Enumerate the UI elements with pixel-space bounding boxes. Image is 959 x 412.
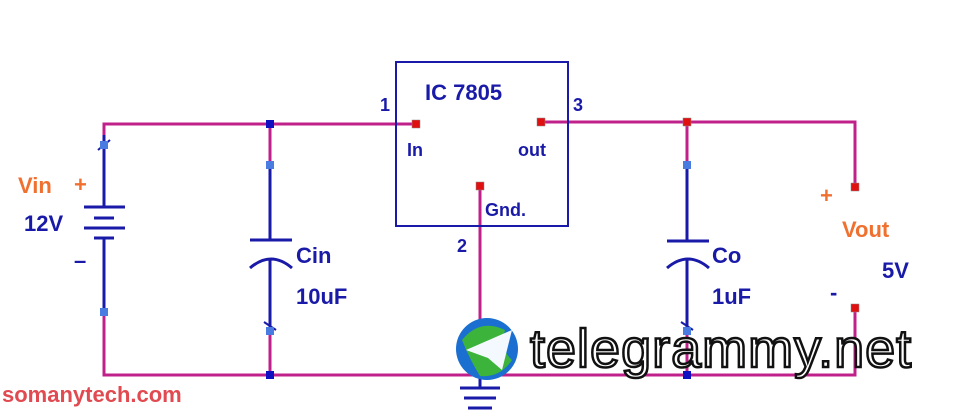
- co-capacitor-icon: [666, 165, 710, 330]
- vout-voltage: 5V: [882, 258, 909, 283]
- cin-name: Cin: [296, 243, 332, 268]
- pin1-label: 1: [380, 95, 391, 115]
- pins: [411, 117, 860, 313]
- wires: [102, 120, 857, 377]
- cin-value: 10uF: [296, 284, 348, 309]
- in-label: In: [407, 140, 423, 160]
- regulator-box: [395, 61, 569, 227]
- pin2-label: 2: [457, 236, 468, 256]
- vout-label: Vout: [842, 217, 890, 242]
- vin-minus: –: [74, 248, 87, 273]
- out-label: out: [518, 140, 546, 160]
- vout-minus: -: [830, 280, 838, 305]
- vout-plus: +: [820, 183, 833, 208]
- site-watermark: somanytech.com: [2, 382, 182, 407]
- logo-watermark: telegrammy.net: [529, 318, 913, 381]
- cin-capacitor-icon: [249, 165, 293, 330]
- battery-icon: [84, 135, 125, 312]
- pin3-label: 3: [573, 95, 584, 115]
- nodes: [100, 120, 691, 379]
- gnd-label: Gnd.: [485, 200, 526, 220]
- co-value: 1uF: [712, 284, 752, 309]
- vin-plus: +: [74, 172, 87, 197]
- telegram-globe-icon: [456, 318, 518, 380]
- co-name: Co: [712, 243, 742, 268]
- vin-voltage: 12V: [24, 211, 64, 236]
- input-wire: [102, 122, 396, 135]
- vin-label: Vin: [18, 173, 52, 198]
- ground-icon: [460, 375, 500, 410]
- regulator-name: IC 7805: [425, 80, 503, 105]
- output-wire: [568, 120, 857, 187]
